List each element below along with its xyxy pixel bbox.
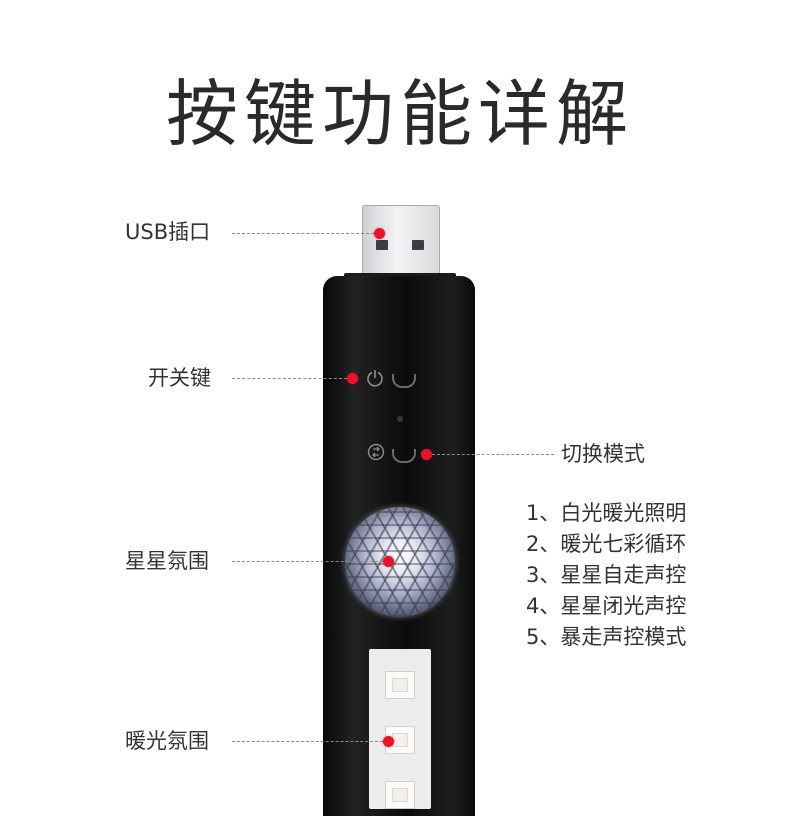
disco-ball (345, 507, 455, 617)
marker-star-ambience (383, 556, 394, 567)
mode-button[interactable] (392, 449, 416, 463)
mode-item: 3、星星自走声控 (526, 563, 687, 587)
usb-contact-hole (412, 240, 424, 250)
label-warm-ambience: 暖光氛围 (125, 729, 209, 753)
label-star-ambience: 星星氛围 (125, 549, 209, 573)
led-strip (369, 649, 431, 809)
leader-usb-port (232, 233, 374, 234)
indicator-led (397, 416, 403, 422)
mode-list: 1、白光暖光照明 2、暖光七彩循环 3、星星自走声控 4、星星闭光声控 5、暴走… (526, 498, 686, 653)
power-icon (367, 370, 383, 387)
mode-item: 5、暴走声控模式 (526, 625, 687, 649)
page-title: 按键功能详解 (165, 72, 634, 156)
leader-mode-switch (432, 454, 554, 455)
mode-icon (367, 443, 385, 461)
power-button[interactable] (392, 374, 416, 388)
leader-warm-ambience (232, 741, 383, 742)
usb-contact-hole (376, 240, 388, 250)
marker-warm-ambience (383, 736, 394, 747)
marker-power-key (347, 373, 358, 384)
mode-item: 4、星星闭光声控 (526, 594, 687, 618)
usb-connector (362, 205, 440, 286)
led-chip (385, 781, 415, 809)
marker-usb-port (374, 228, 385, 239)
mode-item: 2、暖光七彩循环 (526, 532, 687, 556)
leader-power-key (232, 378, 347, 379)
label-usb-port: USB插口 (125, 220, 211, 244)
label-power-key: 开关键 (148, 366, 211, 390)
disco-facets (345, 507, 455, 617)
mode-item: 1、白光暖光照明 (526, 501, 687, 525)
leader-star-ambience (232, 561, 383, 562)
label-mode-switch: 切换模式 (561, 442, 645, 466)
marker-mode-switch (421, 449, 432, 460)
led-chip (385, 671, 415, 699)
